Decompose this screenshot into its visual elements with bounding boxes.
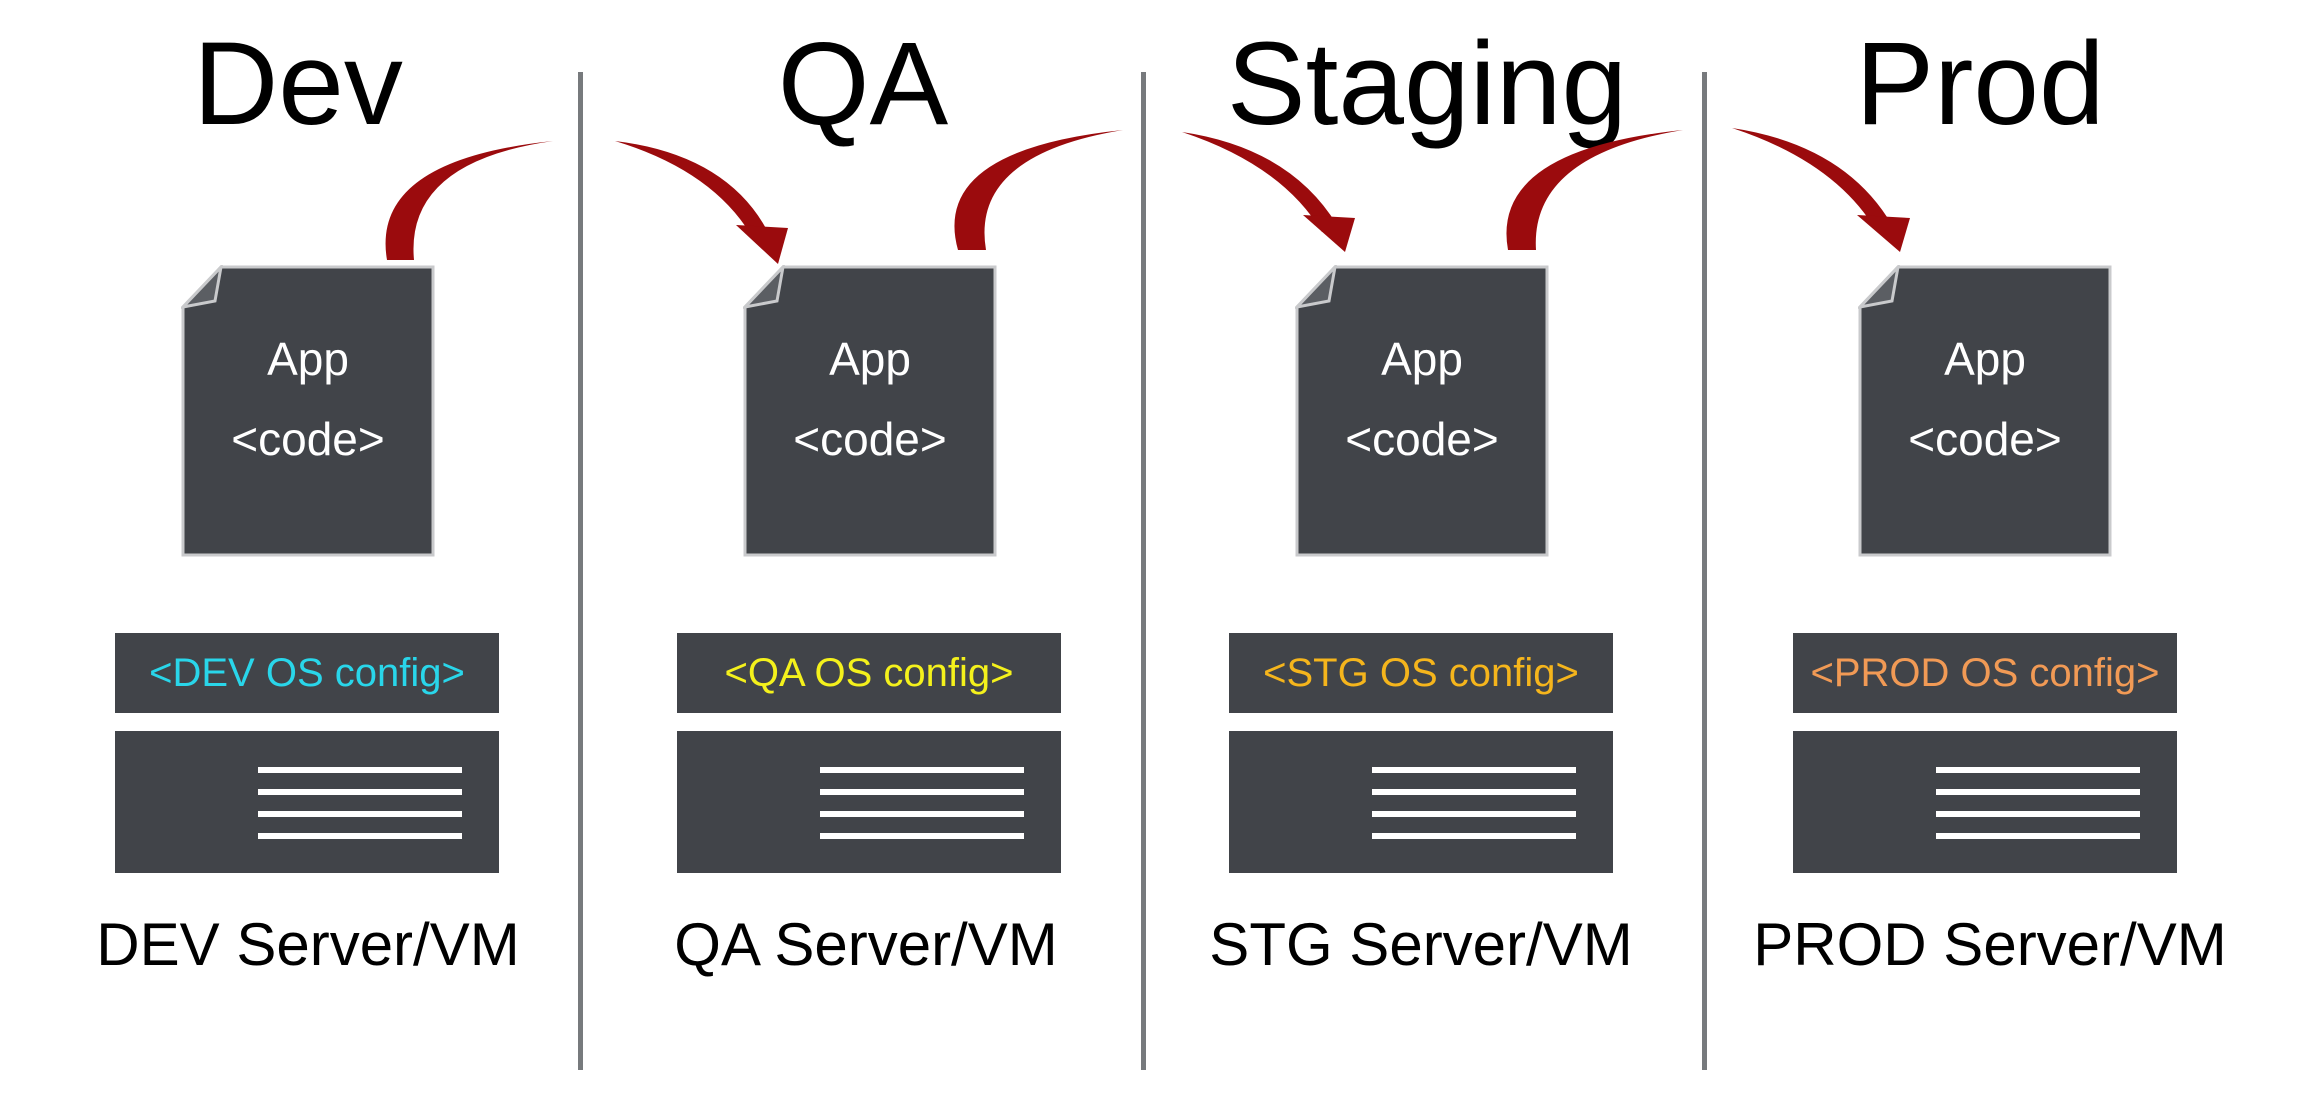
document-title: App — [267, 333, 349, 385]
app-code-document: App <code> — [1858, 265, 2112, 557]
app-code-document: App <code> — [1295, 265, 1549, 557]
document-icon — [181, 265, 435, 557]
os-config-bar: <PROD OS config> — [1793, 633, 2177, 713]
document-icon — [743, 265, 997, 557]
server-label-stg: STG Server/VM — [1209, 911, 1633, 978]
document-title: App — [829, 333, 911, 385]
document-icon — [1858, 265, 2112, 557]
server-vent-line — [1936, 789, 2140, 795]
server-vent-line — [1372, 811, 1576, 817]
stage-title-staging: Staging — [1226, 18, 1628, 150]
os-config-bar: <DEV OS config> — [115, 633, 499, 713]
server-vent-line — [1372, 789, 1576, 795]
column-divider — [1141, 72, 1146, 1070]
server-vent-line — [258, 811, 462, 817]
server-vent-line — [1936, 811, 2140, 817]
server-vent-line — [820, 811, 1024, 817]
server-vent-line — [258, 789, 462, 795]
os-config-bar: <STG OS config> — [1229, 633, 1613, 713]
server-vent-line — [1936, 767, 2140, 773]
server-vent-line — [1936, 833, 2140, 839]
column-divider — [1702, 72, 1707, 1070]
column-divider — [578, 72, 583, 1070]
server-label-qa: QA Server/VM — [674, 911, 1058, 978]
promotion-arrow-dev-to-qa — [385, 141, 788, 264]
document-subtitle: <code> — [1908, 413, 2062, 465]
server-vent-line — [1372, 767, 1576, 773]
server-vent-line — [820, 789, 1024, 795]
document-subtitle: <code> — [231, 413, 385, 465]
document-title: App — [1381, 333, 1463, 385]
server-vent-line — [1372, 833, 1576, 839]
promotion-arrow-qa-to-staging — [954, 130, 1355, 252]
document-icon — [1295, 265, 1549, 557]
app-code-document: App <code> — [743, 265, 997, 557]
os-config-bar: <QA OS config> — [677, 633, 1061, 713]
server-label-dev: DEV Server/VM — [96, 911, 520, 978]
server-icon — [1793, 731, 2177, 873]
stage-title-dev: Dev — [193, 18, 403, 150]
server-icon — [1229, 731, 1613, 873]
server-icon — [115, 731, 499, 873]
server-vent-line — [258, 767, 462, 773]
promotion-arrow-staging-to-prod — [1506, 128, 1910, 252]
server-label-prod: PROD Server/VM — [1753, 911, 2227, 978]
document-subtitle: <code> — [1345, 413, 1499, 465]
stage-title-prod: Prod — [1855, 18, 2105, 150]
server-vent-line — [258, 833, 462, 839]
server-vent-line — [820, 767, 1024, 773]
document-subtitle: <code> — [793, 413, 947, 465]
document-title: App — [1944, 333, 2026, 385]
server-icon — [677, 731, 1061, 873]
server-vent-line — [820, 833, 1024, 839]
app-code-document: App <code> — [181, 265, 435, 557]
stage-title-qa: QA — [777, 18, 949, 150]
